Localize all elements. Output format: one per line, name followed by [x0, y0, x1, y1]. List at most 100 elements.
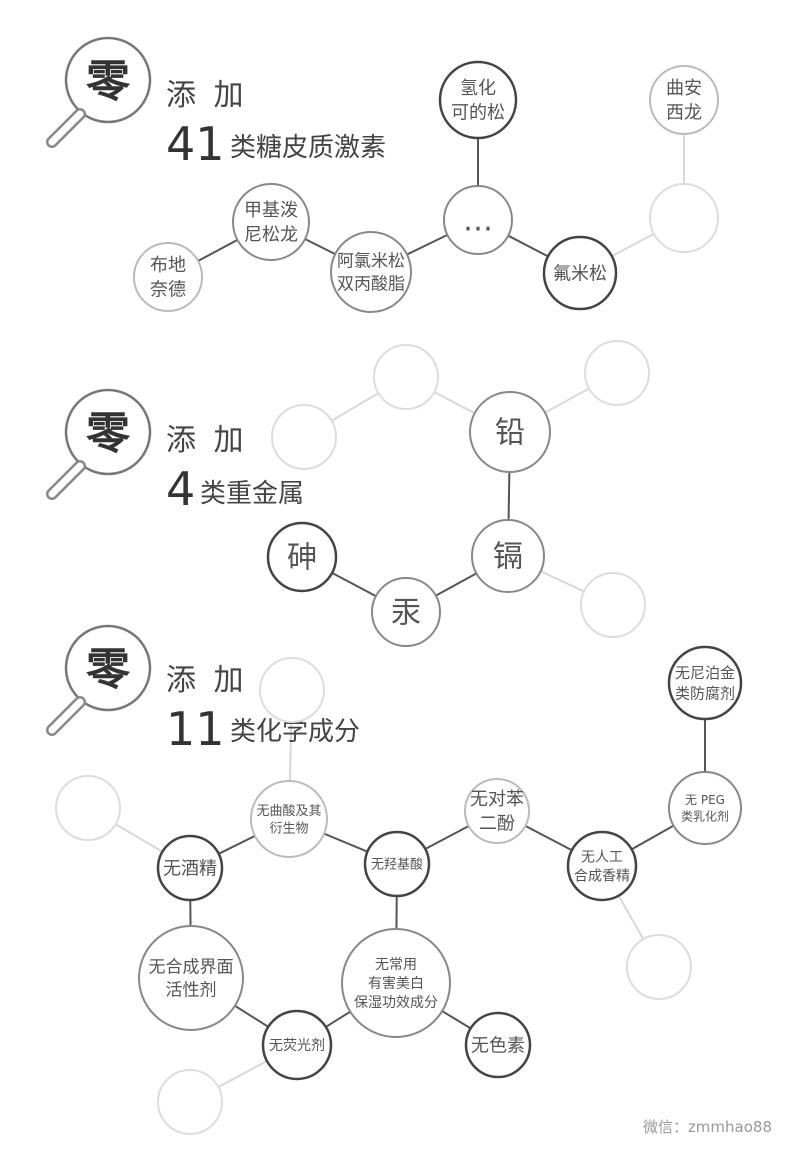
node-label: 无荧光剂 [269, 1037, 325, 1054]
node-label: 无酒精 [163, 858, 217, 879]
node-label: 无对苯 [470, 789, 524, 810]
node-circle [133, 242, 203, 312]
node-b8 [580, 572, 646, 638]
node-circle [371, 577, 441, 647]
count-number: 41 [166, 117, 225, 171]
node-circle [232, 183, 310, 261]
node-label: 合成香精 [574, 868, 630, 884]
count-number: 4 [166, 462, 195, 516]
node-b1 [271, 404, 337, 470]
node-c12 [626, 934, 692, 1000]
node-circle [469, 391, 551, 473]
category-label: 类糖皮质激素 [230, 133, 386, 163]
node-circle [55, 775, 121, 841]
connector-lines [115, 134, 706, 1088]
node-circle [649, 65, 719, 135]
node-b7: 汞 [371, 577, 441, 647]
node-a8: 氟米松 [542, 235, 618, 311]
node-label: 保湿功效成分 [354, 995, 438, 1011]
zero-glyph: 零 [86, 644, 131, 695]
connector-b6-b8 [540, 570, 585, 593]
zero-glyph: 零 [86, 56, 131, 107]
node-label: 无曲酸及其 [256, 804, 321, 819]
node-circle [330, 231, 412, 313]
node-circle [667, 645, 743, 721]
node-circle [668, 771, 742, 845]
connector-b1-b2 [331, 392, 379, 422]
node-label: 甲基泼 [244, 200, 298, 221]
connector-a3-a7 [406, 233, 448, 256]
connector-c6-c9 [631, 824, 675, 851]
node-circle [443, 185, 513, 255]
magnifier-icon [64, 624, 152, 712]
watermark: 微信：zmmhao88 [642, 1118, 772, 1136]
node-circle [542, 235, 618, 311]
node-label: 砷 [287, 541, 317, 576]
node-circle [373, 344, 439, 410]
node-c13: 无荧光剂 [261, 1009, 333, 1081]
node-label: 无 PEG [685, 793, 725, 807]
node-c3 [55, 775, 121, 841]
node-a3: … [443, 185, 513, 255]
node-label: 奈德 [150, 279, 186, 300]
node-c7: 无酒精 [156, 834, 224, 902]
connector-a7-a5 [304, 238, 336, 256]
node-b4 [584, 340, 650, 406]
connector-c13-c11 [325, 1010, 351, 1028]
category-label: 类重金属 [200, 479, 304, 509]
node-label: 镉 [493, 540, 523, 575]
add-label: 添 加 [166, 663, 248, 698]
node-circle [250, 780, 328, 858]
node-label: 氟米松 [553, 263, 607, 284]
node-c14: 无色素 [464, 1011, 532, 1079]
node-circle [464, 778, 530, 844]
node-label: 阿氯米松 [337, 251, 405, 271]
connector-b3-b4 [544, 387, 590, 414]
node-label: 无人工 [581, 849, 623, 865]
node-label: 双丙酸脂 [337, 274, 405, 294]
node-label: 尼松龙 [244, 224, 298, 245]
node-b3: 铅 [469, 391, 551, 473]
connector-c7-c3 [115, 823, 163, 853]
connector-c4-c2 [288, 721, 293, 782]
node-label: 类乳化剂 [681, 808, 729, 823]
connector-c4-c7 [218, 834, 256, 855]
node-c2 [259, 657, 325, 723]
node-label: … [463, 204, 493, 239]
node-circle [157, 1069, 223, 1135]
node-b5: 砷 [266, 521, 338, 593]
connector-a3-a8 [507, 234, 549, 258]
node-label: 活性剂 [166, 980, 217, 1000]
node-label: 曲安 [666, 78, 702, 99]
ingredient-nodes: 氢化可的松曲安西龙…甲基泼尼松龙布地奈德阿氯米松双丙酸脂氟米松铅砷镉汞无尼泊金类… [55, 60, 743, 1135]
connector-a5-a6 [197, 239, 238, 262]
magnifier-icon [64, 36, 152, 124]
connector-c8-c4 [323, 832, 368, 853]
node-label: 二酚 [479, 813, 515, 834]
node-circle [584, 340, 650, 406]
node-label: 无色素 [471, 1035, 525, 1056]
connector-c10-c13 [234, 1004, 269, 1028]
node-circle [626, 934, 692, 1000]
connector-c9-c5 [524, 824, 573, 852]
node-b2 [373, 344, 439, 410]
node-label: 无尼泊金 [675, 664, 735, 682]
node-label: 布地 [150, 255, 186, 276]
node-label: 衍生物 [269, 821, 308, 836]
connector-b6-b7 [435, 572, 477, 597]
node-circle [271, 404, 337, 470]
node-label: 类防腐剂 [675, 684, 735, 702]
node-circle [156, 834, 224, 902]
node-circle [138, 925, 244, 1031]
node-label: 氢化 [460, 78, 496, 99]
